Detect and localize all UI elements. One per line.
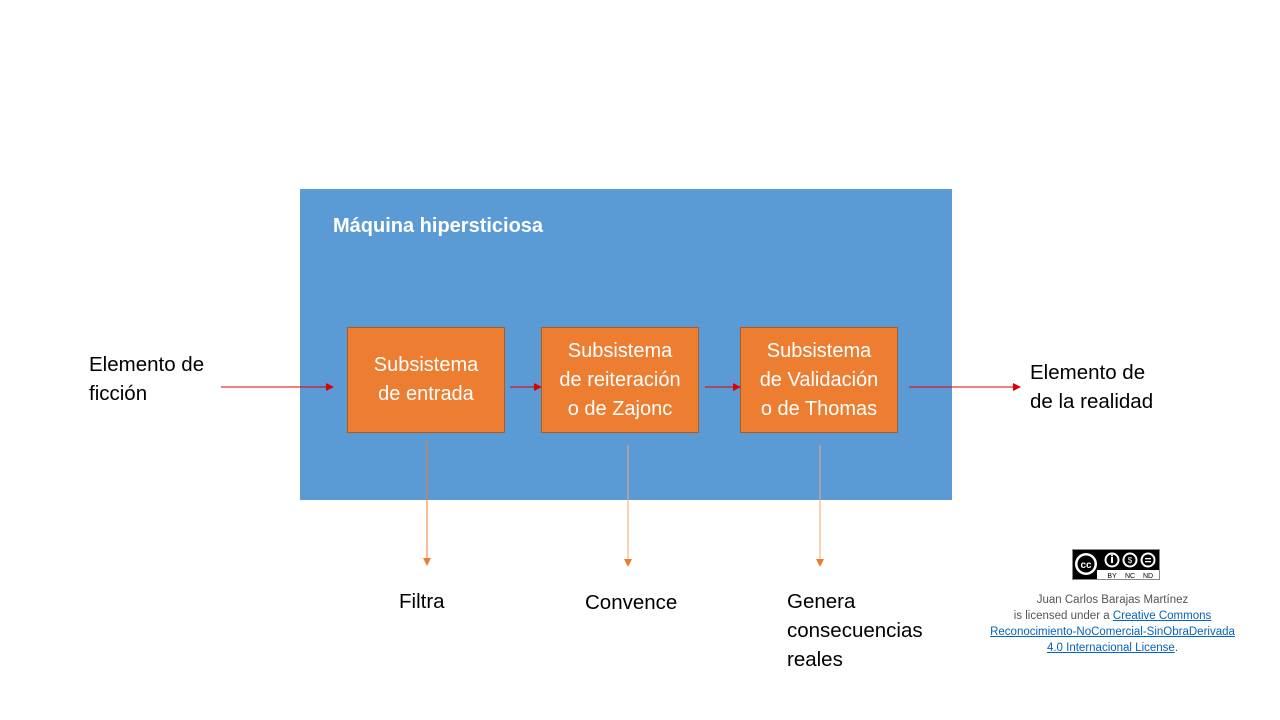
box-text: Subsistema [766,339,872,362]
machine-title: Máquina hipersticiosa [333,215,544,237]
svg-text:cc: cc [1080,560,1092,571]
license-suffix: . [1174,642,1179,654]
license-author: Juan Carlos Barajas Martínez [1036,594,1189,606]
box-text: de entrada [378,383,474,405]
output-label: Elemento de de la realidad [1030,358,1153,416]
subsystem-input-box: Subsistema de entrada [347,327,505,433]
effect-filter: Filtra [399,590,445,613]
license-prefix: is licensed under a [1013,610,1110,622]
input-label: Elemento de ficción [89,350,204,408]
svg-text:$: $ [1128,556,1133,565]
cc-by-nc-nd-icon: cc $ BY NC ND [1075,552,1159,580]
label-line: Elemento de [1030,361,1146,384]
cc-license-badge[interactable]: cc $ BY NC ND [1072,549,1160,580]
subsystem-validation-box: Subsistema de Validación o de Thomas [740,327,898,433]
label-line: Genera [787,590,856,613]
box-text: de Validación [759,368,879,391]
label-line: reales [787,648,843,671]
license-link-cc[interactable]: Creative Commons [1112,610,1212,622]
svg-text:NC: NC [1125,573,1135,579]
box-text: Subsistema [567,339,673,362]
effect-convince: Convence [585,591,678,614]
box-text: o de Zajonc [567,397,673,420]
box-text: de reiteración [559,368,681,391]
subsystem-reiteration-box: Subsistema de reiteración o de Zajonc [541,327,699,433]
label-line: Elemento de [89,353,205,376]
svg-text:BY: BY [1107,573,1117,579]
effect-consequences: Genera consecuencias reales [787,587,923,674]
license-link-terms[interactable]: Reconocimiento-NoComercial-SinObraDeriva… [990,626,1235,638]
label-line: consecuencias [787,619,923,642]
label-line: ficción [89,382,148,405]
license-link-version[interactable]: 4.0 Internacional License [1046,642,1175,654]
label-line: de la realidad [1030,390,1154,413]
license-text: Juan Carlos Barajas Martínez is licensed… [975,592,1250,656]
box-text: o de Thomas [760,397,878,420]
svg-text:ND: ND [1143,573,1153,579]
box-text: Subsistema [373,354,479,376]
